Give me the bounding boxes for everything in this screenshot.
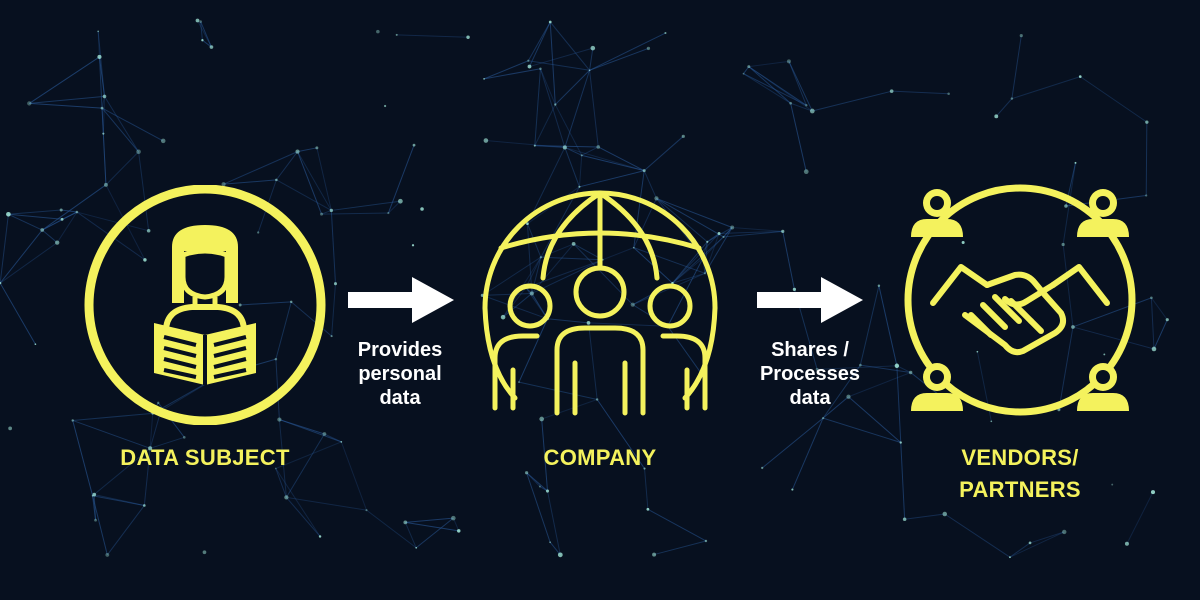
node-label-data-subject: DATA SUBJECT (80, 442, 330, 474)
arrow-right-icon (757, 277, 863, 323)
network-lines (0, 20, 1168, 558)
handshake-network-icon (904, 184, 1136, 416)
node-label-line: VENDORS/ (961, 445, 1079, 470)
edge-label-line: data (379, 387, 421, 409)
node-label-vendors: VENDORS/ PARTNERS (895, 442, 1145, 506)
person-reading-icon (84, 185, 326, 425)
node-label-line: DATA SUBJECT (120, 445, 290, 470)
edge-label-provides: Provides personal data (330, 338, 470, 410)
node-label-line: COMPANY (543, 445, 657, 470)
edge-label-line: data (789, 387, 831, 409)
node-label-company: COMPANY (475, 442, 725, 474)
edge-label-line: Shares / (771, 339, 849, 361)
edge-label-shares: Shares / Processes data (740, 338, 880, 410)
edge-label-line: Processes (759, 363, 861, 385)
edge-label-line: personal (358, 363, 442, 385)
globe-people-icon (482, 190, 718, 416)
node-label-line: PARTNERS (959, 477, 1081, 502)
edge-label-line: Provides (357, 339, 443, 361)
arrow-right-icon (348, 277, 454, 323)
